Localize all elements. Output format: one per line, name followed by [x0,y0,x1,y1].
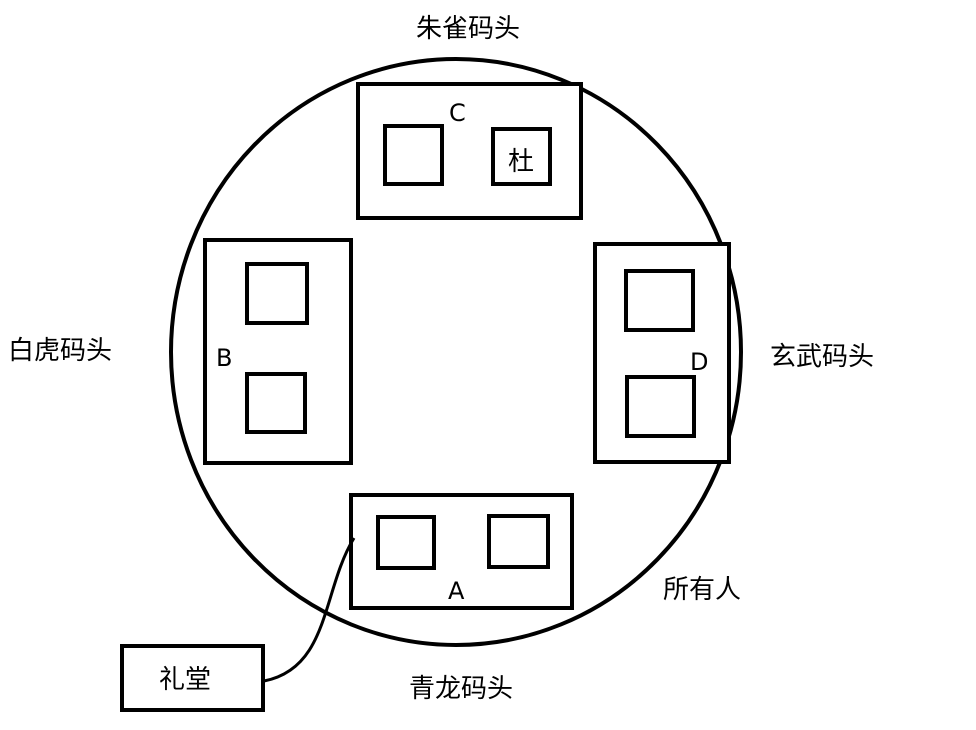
building-d: D [593,242,731,464]
building-c-room-right [491,127,552,186]
dock-north-label: 朱雀码头 [416,14,520,44]
hall-label: 礼堂 [159,665,211,695]
building-d-outline [593,242,731,464]
building-d-room-bottom [625,375,696,438]
building-d-letter: D [690,348,708,376]
hall: 礼堂 [120,644,265,712]
building-b-outline [203,238,353,465]
building-c-room-left [383,124,444,186]
hall-box [120,644,265,712]
building-c-letter: C [449,99,466,127]
building-b-room-top [245,262,309,325]
building-b-letter: B [216,344,232,372]
building-c-outline [356,82,583,220]
building-a-room-right [487,514,550,569]
island-circle [169,57,743,647]
everyone-label: 所有人 [663,575,741,605]
building-c: C 杜 [356,82,583,220]
building-a-room-left [376,515,436,570]
building-a: A [349,493,574,610]
room-du-label: 杜 [508,147,534,177]
building-b-room-bottom [245,372,307,434]
dock-south-label: 青龙码头 [409,674,513,704]
building-b: B [203,238,353,465]
dock-east-label: 玄武码头 [770,342,874,372]
dock-west-label: 白虎码头 [8,336,112,366]
building-d-room-top [624,269,695,332]
building-a-outline [349,493,574,610]
building-a-letter: A [448,577,465,605]
hall-connector-line [263,537,356,683]
